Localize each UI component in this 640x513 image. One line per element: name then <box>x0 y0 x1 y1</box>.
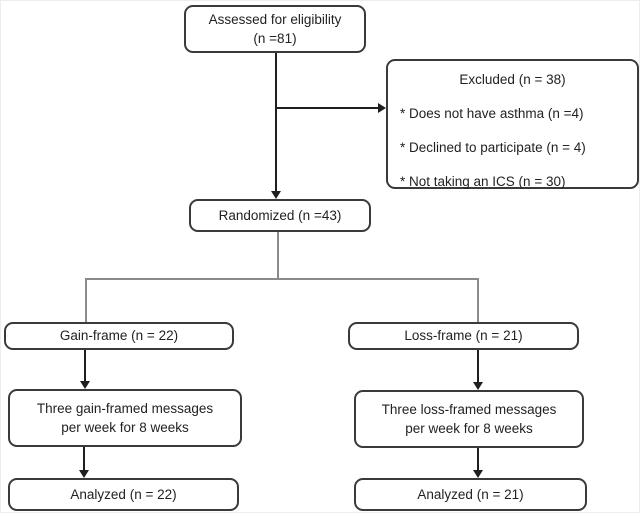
arrowhead-down-icon <box>80 381 90 389</box>
connector-assessed-to-randomized <box>275 53 277 191</box>
excluded-item: * Not taking an ICS (n = 30) <box>400 174 566 190</box>
connector-split-left-drop <box>85 278 87 322</box>
box-analyzed-loss: Analyzed (n = 21) <box>354 478 587 511</box>
arrowhead-down-icon <box>271 191 281 199</box>
loss-messages-line-2: per week for 8 weeks <box>405 421 533 436</box>
box-analyzed-gain: Analyzed (n = 22) <box>8 478 239 511</box>
connector-split-right-drop <box>477 278 479 322</box>
loss-messages-line-1: Three loss-framed messages <box>381 401 557 417</box>
connector-to-excluded <box>276 107 378 109</box>
analyzed-loss-label: Analyzed (n = 21) <box>417 486 524 502</box>
connector-loss-frame-to-messages <box>477 350 479 382</box>
arrowhead-down-icon <box>79 470 89 478</box>
box-randomized: Randomized (n =43) <box>189 199 371 232</box>
box-excluded: Excluded (n = 38) * Does not have asthma… <box>386 59 639 189</box>
gain-frame-label: Gain-frame (n = 22) <box>59 328 179 344</box>
excluded-item: * Does not have asthma (n =4) <box>400 106 584 122</box>
excluded-item: * Declined to participate (n = 4) <box>400 140 586 156</box>
loss-frame-label: Loss-frame (n = 21) <box>404 328 523 344</box>
box-gain-frame: Gain-frame (n = 22) <box>4 322 234 350</box>
arrowhead-right-icon <box>378 103 386 113</box>
box-assessed-eligibility: Assessed for eligibility (n =81) <box>184 5 366 53</box>
gain-messages-line-1: Three gain-framed messages <box>36 400 214 416</box>
connector-split-horizontal <box>85 278 478 280</box>
gain-messages-line-2: per week for 8 weeks <box>61 420 189 435</box>
assessed-line-2: (n =81) <box>253 31 297 46</box>
box-loss-frame: Loss-frame (n = 21) <box>348 322 579 350</box>
connector-loss-messages-to-analyzed <box>477 448 479 470</box>
arrowhead-down-icon <box>473 382 483 390</box>
analyzed-gain-label: Analyzed (n = 22) <box>70 486 177 502</box>
connector-gain-messages-to-analyzed <box>83 447 85 470</box>
assessed-line-1: Assessed for eligibility <box>208 11 342 27</box>
arrowhead-down-icon <box>473 470 483 478</box>
box-gain-messages: Three gain-framed messages per week for … <box>8 389 242 447</box>
connector-gain-frame-to-messages <box>84 350 86 381</box>
randomized-label: Randomized (n =43) <box>218 207 342 223</box>
box-loss-messages: Three loss-framed messages per week for … <box>354 390 584 448</box>
excluded-title: Excluded (n = 38) <box>459 72 566 87</box>
connector-randomized-split-stem <box>277 232 279 279</box>
